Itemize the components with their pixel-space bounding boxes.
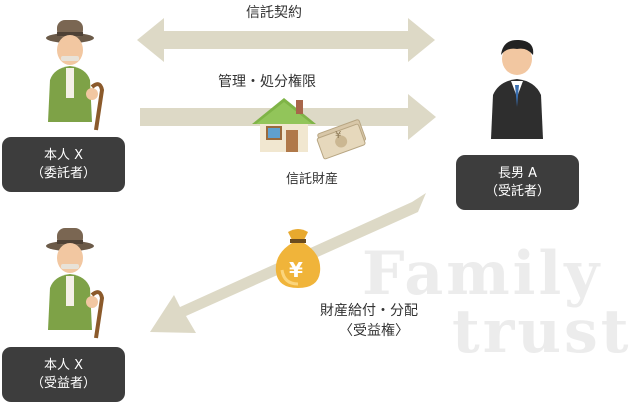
trust-contract-double-arrow xyxy=(137,18,435,62)
beneficiary-role: （受益者） xyxy=(30,375,96,391)
benefit-label-line2: 〈受益権〉 xyxy=(339,323,409,339)
elderly-man-icon xyxy=(46,20,105,131)
businessman-icon xyxy=(491,39,543,139)
banknote-symbol: ¥ xyxy=(335,130,342,141)
trustee-label-box: 長男 A （受託者） xyxy=(456,155,579,210)
settlor-role: （委託者） xyxy=(30,165,96,181)
house-icon xyxy=(252,98,316,152)
banknote-icon xyxy=(316,119,367,160)
trustee-name: 長男 A xyxy=(497,165,538,181)
trust-contract-label: 信託契約 xyxy=(246,5,302,21)
watermark-line1: Family xyxy=(362,239,603,309)
benefit-label-line1: 財産給付・分配 xyxy=(320,303,418,319)
money-bag-icon xyxy=(275,229,321,288)
settlor-label-box: 本人 X （委託者） xyxy=(2,137,125,192)
beneficiary-name: 本人 X xyxy=(43,357,84,373)
management-authority-label: 管理・処分権限 xyxy=(218,74,316,90)
settlor-name: 本人 X xyxy=(43,147,84,163)
beneficiary-label-box: 本人 X （受益者） xyxy=(2,347,125,402)
trustee-role: （受託者） xyxy=(484,183,550,199)
trust-property-label: 信託財産 xyxy=(286,172,339,187)
money-bag-symbol: ¥ xyxy=(289,258,303,282)
watermark: Family trust xyxy=(362,239,632,367)
elderly-man-icon xyxy=(46,228,105,339)
watermark-line2: trust xyxy=(452,297,632,367)
